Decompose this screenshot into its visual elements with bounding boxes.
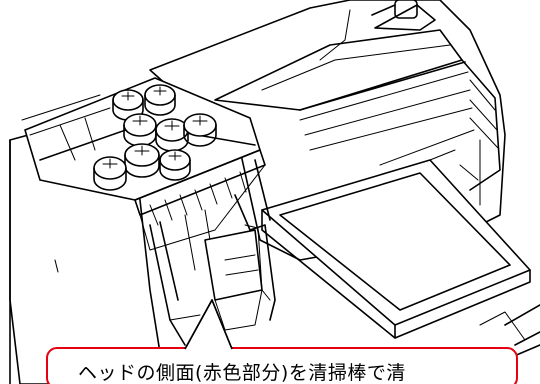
callout-text: ヘッドの側面(赤色部分)を清掃棒で清 bbox=[78, 362, 406, 384]
ink-caps bbox=[93, 84, 217, 191]
head-cover-frame bbox=[149, 159, 276, 346]
callout-frame bbox=[46, 347, 518, 384]
printer-table bbox=[261, 149, 540, 363]
